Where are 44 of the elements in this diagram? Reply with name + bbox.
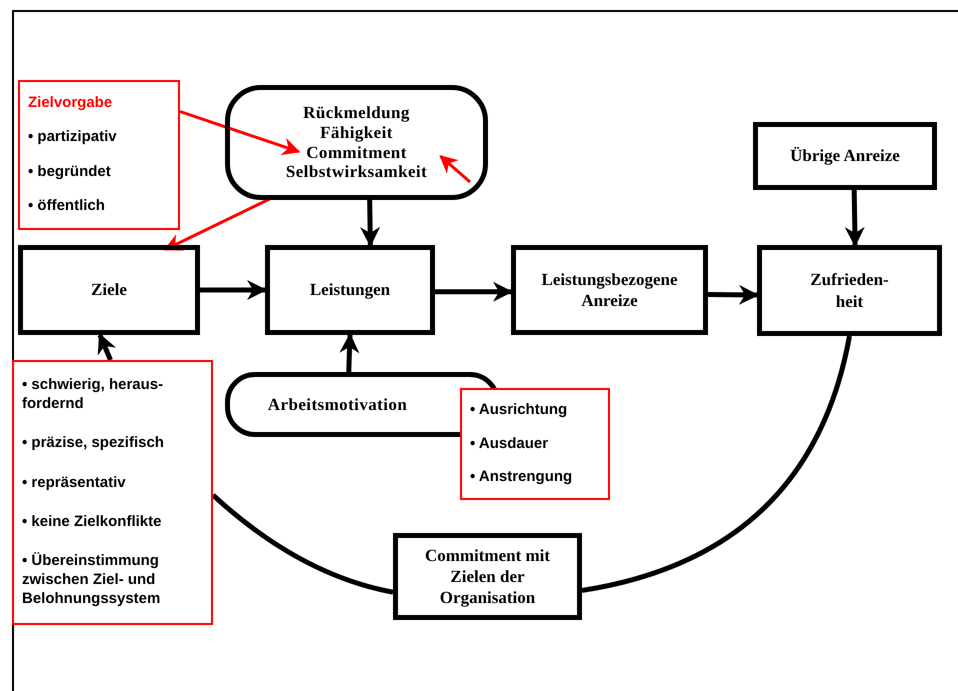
bullet-item: • öffentlich <box>28 197 105 216</box>
arrow <box>435 282 513 302</box>
process-box <box>511 245 708 335</box>
box-label: Leistungsbezogene Anreize <box>540 268 678 312</box>
bullet-item: • begründet <box>28 162 111 182</box>
arrow <box>844 190 865 247</box>
note-box <box>460 388 610 500</box>
box-label: Fähigkeit <box>320 122 393 142</box>
arrow <box>180 110 300 156</box>
box-label: Zufrieden- heit <box>809 269 890 312</box>
box-label: Ziele <box>91 279 127 301</box>
rounded-box <box>225 85 488 200</box>
bullet-item: • schwierig, heraus- fordernd <box>22 376 164 414</box>
box-label: Arbeitsmotivation <box>268 394 408 416</box>
note-box <box>18 80 180 230</box>
process-box <box>753 122 937 190</box>
arrow <box>339 333 360 372</box>
note-box <box>12 360 213 625</box>
bullet-item: • repräsentativ <box>22 474 126 492</box>
bullet-item: • Ausrichtung <box>470 401 568 420</box>
box-label: Übrige Anreize <box>790 145 900 167</box>
bullet-item: • Anstrengung <box>470 468 572 487</box>
box-label: Rückmeldung <box>303 103 410 123</box>
arrow <box>708 284 759 305</box>
box-label: Leistungen <box>310 279 390 301</box>
box-label: Commitment mit Zielen der Organisation <box>424 544 552 608</box>
note-heading: Zielvorgabe <box>28 94 112 113</box>
process-box <box>393 533 582 620</box>
arrow <box>439 155 471 184</box>
arrow <box>200 280 267 300</box>
process-box <box>757 245 942 336</box>
bullet-item: • partizipativ <box>28 128 117 148</box>
process-box <box>265 245 435 335</box>
bullet-item: • keine Zielkonflikte <box>22 513 162 532</box>
arrow <box>98 333 116 361</box>
arrow <box>360 200 380 247</box>
box-label: Commitment <box>306 142 407 162</box>
bullet-item: • Übereinstimmung zwischen Ziel- und Belohnungssystem <box>22 552 162 609</box>
bullet-item: • Ausdauer <box>470 434 548 454</box>
process-box <box>18 245 200 335</box>
bullet-item: • präzise, spezifisch <box>22 434 164 454</box>
connector-line <box>582 335 852 593</box>
connector-line <box>211 493 394 595</box>
box-label: Selbstwirksamkeit <box>286 162 428 182</box>
